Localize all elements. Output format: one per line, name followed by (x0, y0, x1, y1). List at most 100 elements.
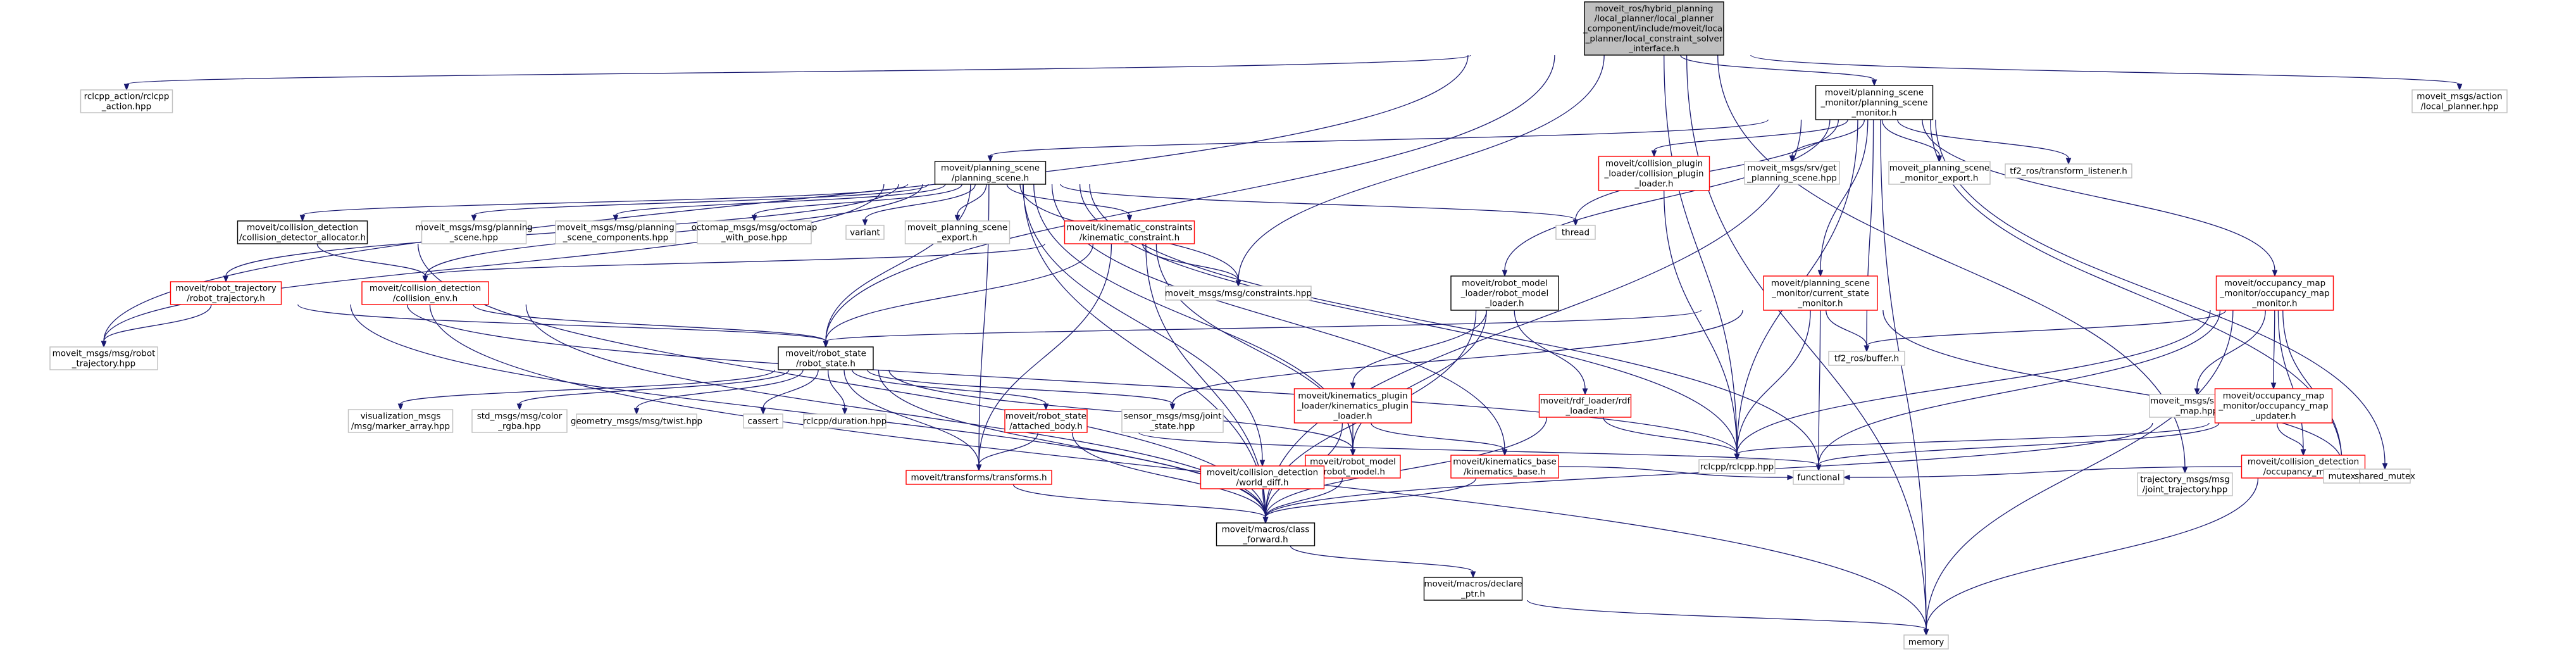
node-label-line: moveit_ros/hybrid_planning (1595, 4, 1714, 14)
edge-line (1820, 119, 1869, 271)
node-label-line: moveit/macros/class (1222, 525, 1310, 535)
graph-node: tf2_ros/transform_listener.h (2005, 163, 2132, 179)
node-label-line: moveit/occupancy_map (2223, 391, 2325, 401)
graph-node[interactable]: moveit/robot_model_loader/robot_model_lo… (1450, 275, 1559, 311)
node-label-line: _monitor/current_state (1771, 289, 1869, 299)
edge-line (425, 243, 1046, 277)
graph-node: moveit_msgs/srv/get_planning_scene.hpp (1744, 161, 1840, 185)
edge-line (827, 369, 845, 409)
node-label-line: _loader/robot_model (1460, 289, 1548, 299)
node-label-line: moveit_planning_scene (907, 223, 1007, 233)
node-box (1744, 161, 1840, 185)
graph-node[interactable]: moveit/planning_scene/planning_scene.h (934, 161, 1047, 185)
graph-node[interactable]: moveit/planning_scene_monitor/current_st… (1763, 275, 1878, 311)
edge-line (429, 304, 1927, 630)
edge-line (1262, 488, 1266, 518)
edge-line (1664, 54, 1738, 455)
edge-line (103, 184, 885, 342)
graph-node: tf2_ros/buffer.h (1828, 351, 1905, 366)
graph-node: rclcpp/duration.hpp (803, 413, 887, 429)
node-box (697, 220, 812, 244)
dependency-edge (1527, 600, 1929, 636)
node-box (934, 161, 1047, 185)
graph-node[interactable]: moveit/collision_plugin_loader/collision… (1598, 156, 1710, 191)
graph-node[interactable]: moveit/robot_state/robot_state.h (778, 346, 874, 370)
node-label-line: geometry_msgs/msg/twist.hpp (571, 417, 702, 427)
node-label-line: /collision_env.h (393, 293, 457, 303)
graph-node[interactable]: moveit_ros/hybrid_planning/local_planner… (1583, 1, 1725, 56)
node-label-line: /local_planner/local_planner (1595, 14, 1714, 24)
node-label-line: _interface.h (1628, 44, 1679, 54)
graph-node[interactable]: moveit/macros/class_forward.h (1216, 522, 1316, 546)
graph-node[interactable]: moveit/collision_detection/collision_det… (237, 220, 368, 244)
graph-node: moveit_msgs/msg/planning_scene.hpp (415, 220, 533, 244)
edge-line (126, 54, 1471, 85)
edge-arrowhead (516, 403, 523, 411)
edge-arrowhead (1126, 215, 1133, 222)
graph-node[interactable]: moveit/robot_state/attached_body.h (1004, 409, 1088, 433)
graph-node[interactable]: moveit/robot_trajectory/robot_trajectory… (170, 281, 282, 305)
node-box (1293, 388, 1412, 424)
graph-node: moveit_planning_scene_monitor_export.h (1888, 161, 1991, 185)
dependency-edge (976, 432, 1038, 472)
edge-arrowhead (1651, 150, 1657, 158)
graph-node[interactable]: moveit/occupancy_map_monitor/occupancy_m… (2215, 275, 2334, 311)
node-label-line: moveit_msgs/msg/planning (557, 223, 675, 233)
dependency-edge (1022, 184, 1266, 467)
edge-line (473, 304, 826, 342)
node-label-line: visualization_msgs (361, 412, 441, 422)
dependency-edge (2270, 310, 2277, 390)
edge-arrowhead (1235, 280, 1241, 287)
edge-arrowhead (2065, 158, 2072, 165)
node-label-line: _state.hpp (1150, 421, 1195, 431)
graph-node[interactable]: moveit/occupancy_map_monitor/occupancy_m… (2214, 388, 2333, 424)
edge-line (473, 184, 929, 216)
dependency-edge (1651, 119, 1848, 158)
node-label-line: _planning_scene.hpp (1746, 173, 1837, 183)
edge-arrowhead (123, 84, 130, 91)
graph-node[interactable]: moveit/rdf_loader/rdf_loader.h (1538, 394, 1632, 418)
node-label-line: moveit_msgs/msg/robot (53, 349, 156, 359)
graph-node: memory (1903, 634, 1949, 650)
edge-line (867, 369, 1173, 405)
graph-node[interactable]: moveit/kinematics_base/kinematics_base.h (1450, 455, 1559, 479)
graph-node[interactable]: moveit/kinematics_plugin_loader/kinemati… (1293, 388, 1412, 424)
edge-arrowhead (954, 215, 961, 222)
graph-node[interactable]: moveit/collision_detection/collision_env… (361, 281, 489, 305)
graph-node[interactable]: moveit/macros/declare_ptr.h (1423, 577, 1523, 601)
dependency-edge (299, 184, 909, 222)
node-box (237, 220, 368, 244)
graph-node[interactable]: moveit/collision_detection/world_diff.h (1200, 465, 1325, 489)
edge-arrowhead (1169, 403, 1176, 411)
graph-node: moveit_planning_scene_export.h (904, 220, 1011, 244)
dependency-edge (867, 369, 1176, 411)
edge-line (103, 304, 212, 342)
edge-line (1935, 119, 2386, 464)
graph-node: rclcpp_action/rclcpp_action.hpp (80, 89, 173, 113)
dependency-edge (1864, 310, 2227, 353)
edge-line (400, 369, 776, 405)
graph-node[interactable]: moveit/planning_scene_monitor/planning_s… (1815, 85, 1934, 120)
node-label-line: rclcpp_action/rclcpp (84, 92, 170, 102)
node-box (555, 220, 676, 244)
node-label-line: _updater.h (2250, 411, 2296, 421)
edge-line (1818, 310, 1821, 465)
edge-layer (101, 54, 2463, 636)
node-label-line: trajectory_msgs/msg (2140, 475, 2230, 485)
edge-line (843, 369, 980, 465)
dependency-edge (1922, 119, 2278, 277)
graph-node[interactable]: moveit/transforms/transforms.h (905, 470, 1052, 485)
node-box (1165, 286, 1312, 301)
node-label-line: moveit/collision_detection (2248, 457, 2359, 467)
node-label-line: mutex (2328, 472, 2355, 482)
graph-node[interactable]: moveit/kinematic_constraints/kinematic_c… (1064, 220, 1195, 244)
edge-line (1849, 466, 2242, 478)
node-label-line: moveit/macros/declare (1424, 579, 1522, 589)
edge-arrowhead (1843, 474, 1850, 481)
edge-line (825, 310, 1702, 342)
node-box (1216, 522, 1316, 546)
edge-arrowhead (987, 155, 993, 163)
edge-line (1717, 54, 2186, 468)
node-box (803, 413, 887, 429)
node-box (1584, 1, 1724, 56)
